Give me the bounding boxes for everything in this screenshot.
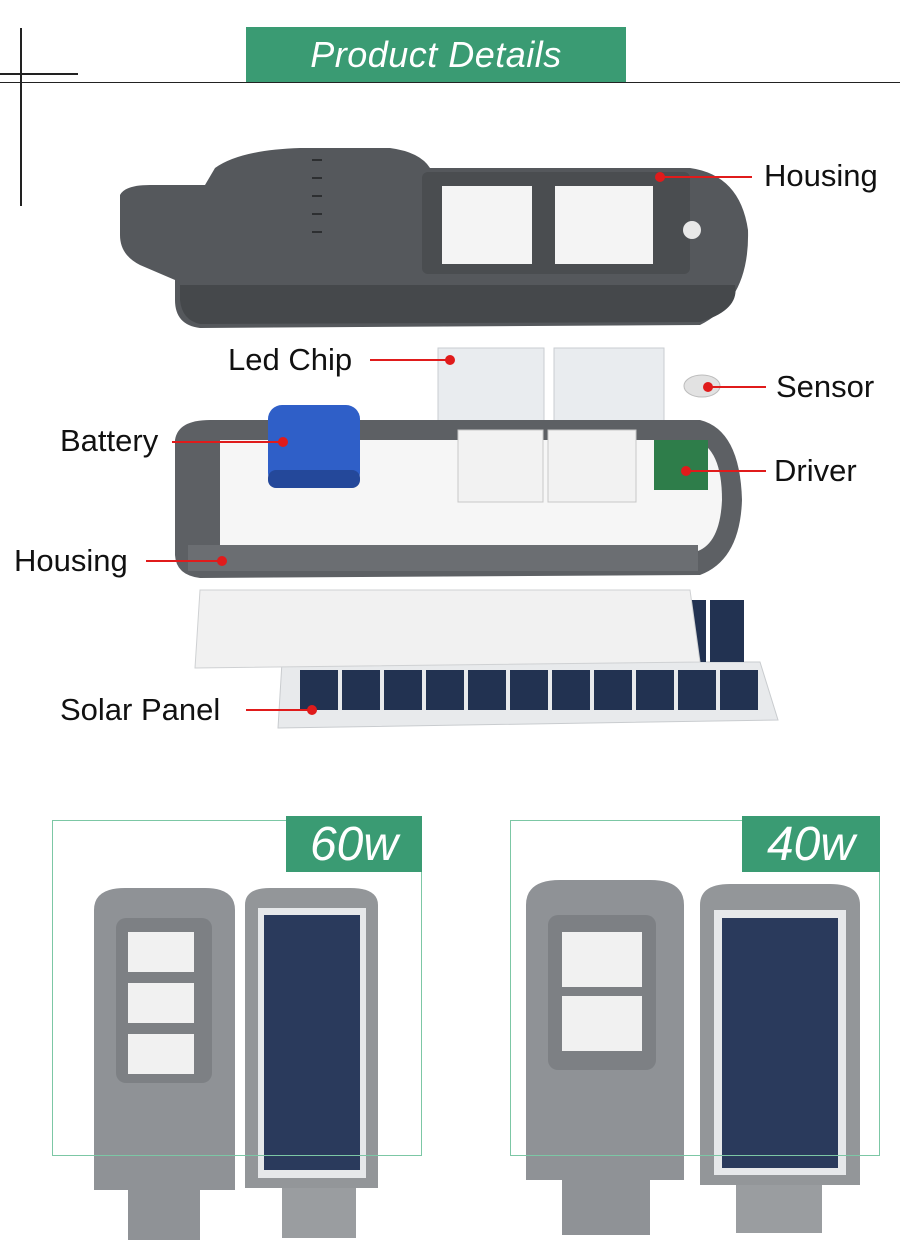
product-details-banner: Product Details [246,27,626,82]
product-40w-image [526,880,860,1235]
leader-driver [686,470,766,472]
led-boards-image [457,429,637,503]
label-housing-frame: Housing [14,543,128,578]
marker-driver [681,466,691,476]
driver-board-image [654,440,708,490]
top-housing-image [120,148,749,328]
marker-battery [278,437,288,447]
leader-led-chip [370,359,450,361]
crosshair-horizontal [0,73,78,75]
label-led-chip: Led Chip [228,342,353,377]
marker-housing-frame [217,556,227,566]
variant-badge-60w: 60w [286,816,422,872]
label-battery: Battery [60,423,159,458]
variant-watt-60w: 60w [309,817,399,871]
leader-housing-frame [146,560,222,562]
label-driver: Driver [774,453,857,488]
variant-frame-60w [52,820,422,1156]
label-housing-top: Housing [764,158,878,193]
variant-watt-40w: 40w [766,817,856,871]
leader-battery [172,441,280,443]
leader-solar-panel [246,709,312,711]
label-sensor: Sensor [776,369,875,404]
battery-image [268,405,360,488]
leader-sensor [708,386,766,388]
marker-solar-panel [307,705,317,715]
marker-housing-top [655,172,665,182]
variant-badge-40w: 40w [742,816,880,872]
label-solar-panel: Solar Panel [60,692,221,727]
solar-panel-image [194,589,779,729]
page-title: Product Details [310,33,562,75]
marker-sensor [703,382,713,392]
product-60w-image [94,888,378,1240]
crosshair-vertical [20,28,22,206]
header-rule [0,82,900,83]
marker-led-chip [445,355,455,365]
leader-housing-top [660,176,752,178]
variant-frame-40w [510,820,880,1156]
